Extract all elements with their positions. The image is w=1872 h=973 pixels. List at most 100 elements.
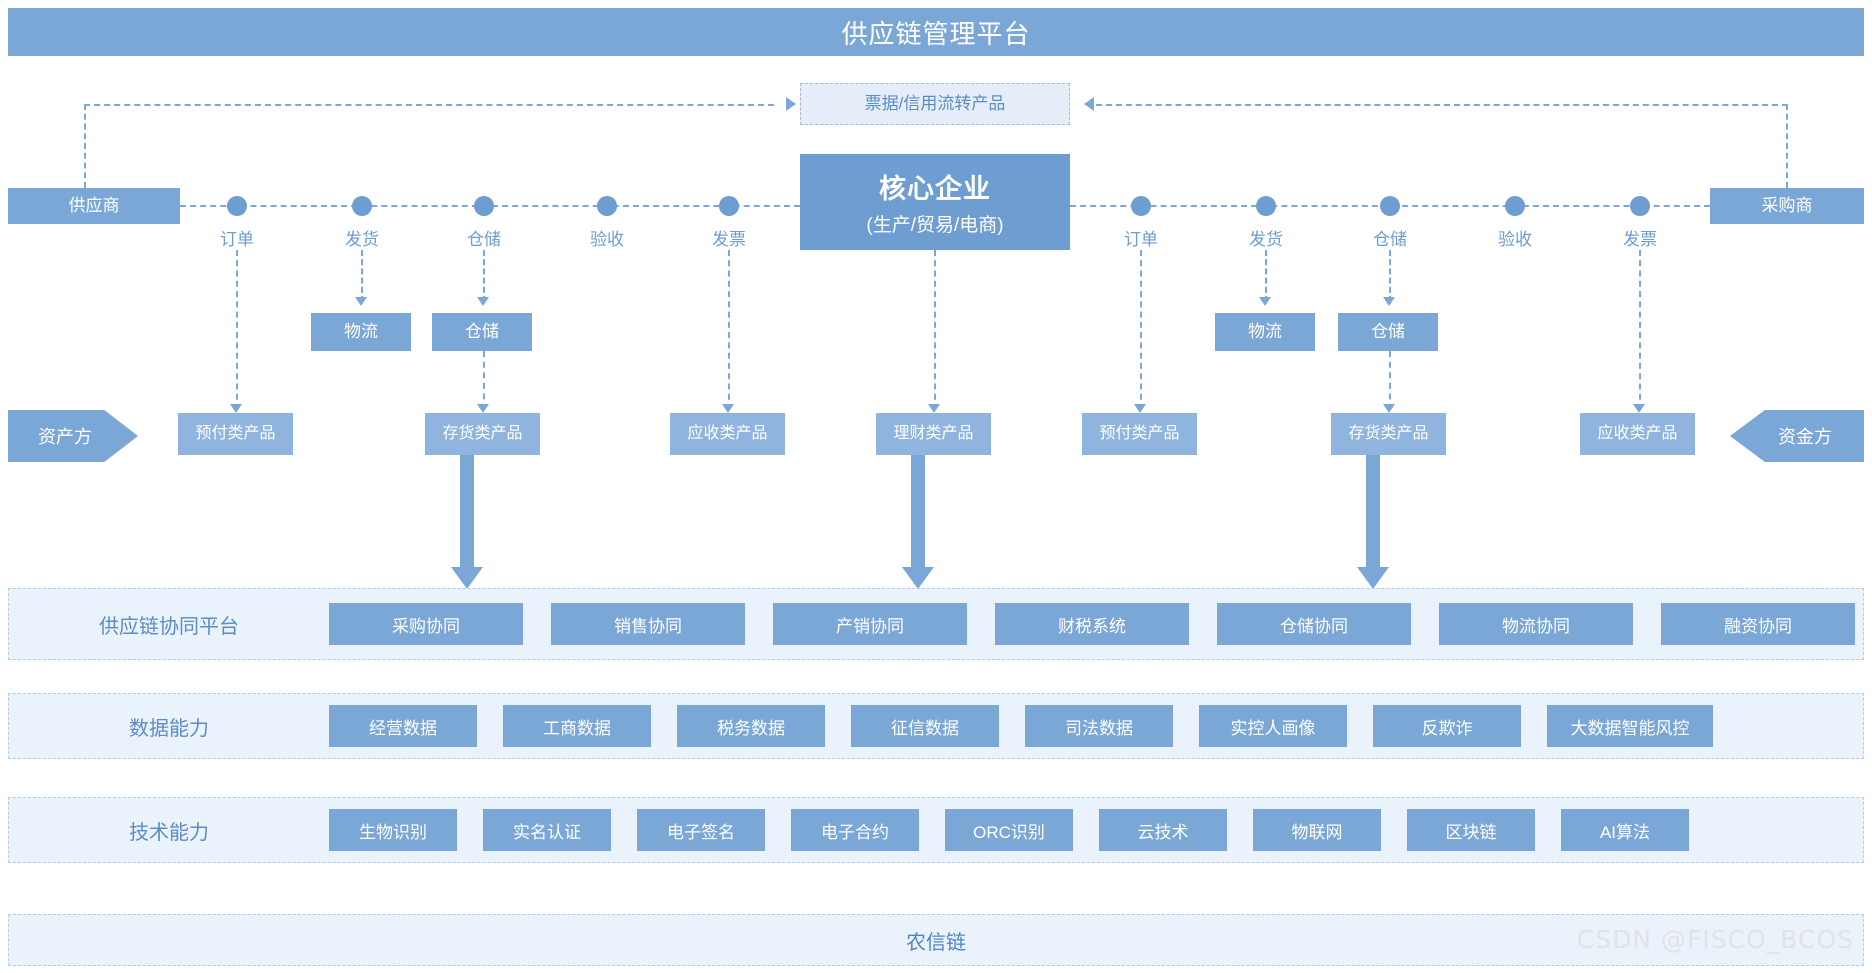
flow-dot-left-4 xyxy=(597,196,617,216)
tech-chip-e-contract[interactable]: 电子合约 xyxy=(791,809,919,851)
thick-arrow-left-inventory-icon xyxy=(451,455,483,589)
collab-chip-procurement[interactable]: 采购协同 xyxy=(329,603,523,645)
flow-dot-left-5 xyxy=(719,196,739,216)
flow-dot-right-2 xyxy=(1256,196,1276,216)
tech-chip-real-name-auth[interactable]: 实名认证 xyxy=(483,809,611,851)
tech-layer-items: 生物识别 实名认证 电子签名 电子合约 ORC识别 云技术 物联网 区块链 AI… xyxy=(329,809,1863,851)
flow-label-right-5: 发票 xyxy=(1623,230,1657,249)
flow-label-left-4: 验收 xyxy=(590,230,624,249)
data-chip-controller-profile[interactable]: 实控人画像 xyxy=(1199,705,1347,747)
product-right-receivable[interactable]: 应收类产品 xyxy=(1580,413,1695,455)
drop-right-order-arrow-icon xyxy=(1134,404,1146,413)
collab-chip-finance-tax[interactable]: 财税系统 xyxy=(995,603,1189,645)
data-chip-judicial[interactable]: 司法数据 xyxy=(1025,705,1173,747)
flow-label-right-4: 验收 xyxy=(1498,230,1532,249)
drop-right-warehouse-2-arrow-icon xyxy=(1383,404,1395,413)
thick-arrow-center-wealth-icon xyxy=(902,455,934,589)
chain-layer-label: 农信链 xyxy=(906,931,966,954)
drop-left-invoice xyxy=(728,250,730,410)
drop-left-order-arrow-icon xyxy=(230,404,242,413)
product-right-prepaid[interactable]: 预付类产品 xyxy=(1082,413,1197,455)
data-layer-label: 数据能力 xyxy=(129,717,209,740)
page-title: 供应链管理平台 xyxy=(8,8,1864,56)
endpoint-purchaser[interactable]: 采购商 xyxy=(1710,188,1864,224)
tech-chip-ai-algorithm[interactable]: AI算法 xyxy=(1561,809,1689,851)
flow-dot-right-3 xyxy=(1380,196,1400,216)
product-left-receivable[interactable]: 应收类产品 xyxy=(670,413,785,455)
service-left-logistics[interactable]: 物流 xyxy=(311,313,411,351)
drop-left-warehouse xyxy=(483,250,485,302)
drop-right-invoice-arrow-icon xyxy=(1633,404,1645,413)
data-chip-bigdata-risk[interactable]: 大数据智能风控 xyxy=(1547,705,1713,747)
data-chip-tax[interactable]: 税务数据 xyxy=(677,705,825,747)
flow-label-right-1: 订单 xyxy=(1124,230,1158,249)
drop-right-invoice xyxy=(1639,250,1641,410)
collab-chip-warehouse[interactable]: 仓储协同 xyxy=(1217,603,1411,645)
collab-layer-items: 采购协同 销售协同 产销协同 财税系统 仓储协同 物流协同 融资协同 xyxy=(329,603,1869,645)
data-chip-credit[interactable]: 征信数据 xyxy=(851,705,999,747)
thick-arrow-right-inventory-icon xyxy=(1357,455,1389,589)
loop-left-vertical xyxy=(84,104,86,188)
collab-chip-logistics[interactable]: 物流协同 xyxy=(1439,603,1633,645)
flow-label-left-3: 仓储 xyxy=(467,230,501,249)
tech-chip-iot[interactable]: 物联网 xyxy=(1253,809,1381,851)
drop-right-order xyxy=(1140,250,1142,410)
flow-dot-left-3 xyxy=(474,196,494,216)
endpoint-fund-side[interactable]: 资金方 xyxy=(1730,410,1864,462)
drop-left-delivery-arrow-icon xyxy=(355,297,367,306)
collab-chip-sales[interactable]: 销售协同 xyxy=(551,603,745,645)
drop-center-finance xyxy=(934,250,936,410)
top-product-box[interactable]: 票据/信用流转产品 xyxy=(800,83,1070,125)
loop-left-horizontal xyxy=(84,104,774,106)
tech-chip-blockchain[interactable]: 区块链 xyxy=(1407,809,1535,851)
data-chip-operations[interactable]: 经营数据 xyxy=(329,705,477,747)
product-left-inventory[interactable]: 存货类产品 xyxy=(425,413,540,455)
drop-left-warehouse-2 xyxy=(483,330,485,410)
service-right-logistics[interactable]: 物流 xyxy=(1215,313,1315,351)
loop-right-horizontal xyxy=(1096,104,1788,106)
endpoint-asset-side[interactable]: 资产方 xyxy=(8,410,138,462)
drop-left-order xyxy=(236,250,238,410)
drop-right-warehouse-arrow-icon xyxy=(1383,297,1395,306)
chain-layer-band: 农信链 xyxy=(8,914,1864,966)
drop-right-warehouse xyxy=(1389,250,1391,302)
loop-left-arrowhead-icon xyxy=(786,97,796,111)
service-right-warehouse[interactable]: 仓储 xyxy=(1338,313,1438,351)
tech-chip-orc-recognition[interactable]: ORC识别 xyxy=(945,809,1073,851)
data-chip-business-registry[interactable]: 工商数据 xyxy=(503,705,651,747)
flow-label-left-1: 订单 xyxy=(220,230,254,249)
tech-chip-e-signature[interactable]: 电子签名 xyxy=(637,809,765,851)
watermark: CSDN @FISCO_BCOS xyxy=(1576,925,1854,954)
core-enterprise-box[interactable]: 核心企业 (生产/贸易/电商) xyxy=(800,154,1070,250)
core-enterprise-title: 核心企业 xyxy=(879,174,991,204)
core-enterprise-subtitle: (生产/贸易/电商) xyxy=(866,215,1004,236)
drop-left-warehouse-2-arrow-icon xyxy=(477,404,489,413)
tech-chip-biometrics[interactable]: 生物识别 xyxy=(329,809,457,851)
flow-label-left-5: 发票 xyxy=(712,230,746,249)
drop-right-warehouse-2 xyxy=(1389,330,1391,410)
flow-dot-right-5 xyxy=(1630,196,1650,216)
data-chip-anti-fraud[interactable]: 反欺诈 xyxy=(1373,705,1521,747)
flow-dot-left-2 xyxy=(352,196,372,216)
endpoint-supplier[interactable]: 供应商 xyxy=(8,188,180,224)
flow-label-right-2: 发货 xyxy=(1249,230,1283,249)
drop-left-delivery xyxy=(361,250,363,302)
loop-right-arrowhead-icon xyxy=(1084,97,1094,111)
data-layer-band: 数据能力 经营数据 工商数据 税务数据 征信数据 司法数据 实控人画像 反欺诈 … xyxy=(8,693,1864,759)
collab-layer-label: 供应链协同平台 xyxy=(99,615,239,638)
product-center-wealth[interactable]: 理财类产品 xyxy=(876,413,991,455)
collab-layer-band: 供应链协同平台 采购协同 销售协同 产销协同 财税系统 仓储协同 物流协同 融资… xyxy=(8,588,1864,660)
drop-left-warehouse-arrow-icon xyxy=(477,297,489,306)
tech-layer-label: 技术能力 xyxy=(129,821,209,844)
flow-dot-left-1 xyxy=(227,196,247,216)
service-left-warehouse[interactable]: 仓储 xyxy=(432,313,532,351)
product-left-prepaid[interactable]: 预付类产品 xyxy=(178,413,293,455)
tech-chip-cloud[interactable]: 云技术 xyxy=(1099,809,1227,851)
collab-chip-financing[interactable]: 融资协同 xyxy=(1661,603,1855,645)
flow-dot-right-4 xyxy=(1505,196,1525,216)
collab-chip-production-sales[interactable]: 产销协同 xyxy=(773,603,967,645)
flow-dot-right-1 xyxy=(1131,196,1151,216)
tech-layer-band: 技术能力 生物识别 实名认证 电子签名 电子合约 ORC识别 云技术 物联网 区… xyxy=(8,797,1864,863)
drop-left-invoice-arrow-icon xyxy=(722,404,734,413)
product-right-inventory[interactable]: 存货类产品 xyxy=(1331,413,1446,455)
